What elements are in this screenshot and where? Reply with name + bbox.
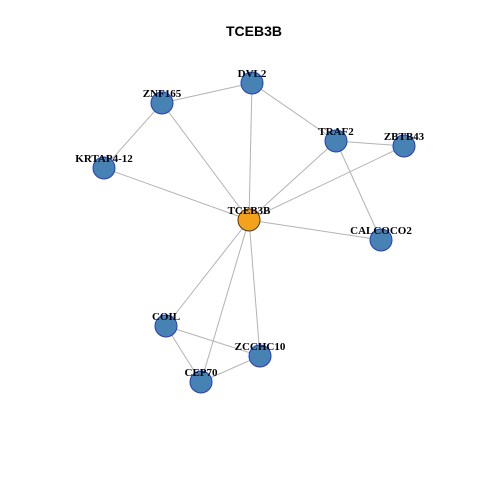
node-dvl2[interactable] [240, 71, 264, 95]
edge-znf165-krtap4-12 [103, 102, 163, 169]
node-label-tceb3b: TCEB3B [228, 205, 271, 217]
node-label-coil: COIL [152, 311, 180, 323]
node-label-znf165: ZNF165 [143, 88, 182, 100]
node-zbtb43[interactable] [392, 134, 416, 158]
node-label-calcoco2: CALCOCO2 [350, 225, 412, 237]
node-traf2[interactable] [324, 129, 348, 153]
node-label-zbtb43: ZBTB43 [384, 131, 425, 143]
node-label-dvl2: DVL2 [238, 68, 267, 80]
node-label-zcchc10: ZCCHC10 [235, 341, 286, 353]
node-label-krtap4-12: KRTAP4-12 [75, 153, 133, 165]
edge-tceb3b-coil [165, 219, 250, 327]
node-tceb3b[interactable] [237, 208, 261, 232]
node-znf165[interactable] [150, 91, 174, 115]
edge-krtap4-12-tceb3b [103, 167, 250, 221]
node-calcoco2[interactable] [369, 228, 393, 252]
edge-dvl2-tceb3b [248, 82, 253, 221]
edges-layer [103, 82, 405, 383]
graph-title: TCEB3B [226, 23, 282, 39]
node-cep70[interactable] [189, 370, 213, 394]
node-label-traf2: TRAF2 [318, 126, 354, 138]
node-krtap4-12[interactable] [92, 156, 116, 180]
edge-coil-zcchc10 [165, 325, 261, 357]
edge-tceb3b-zcchc10 [248, 219, 261, 357]
node-zcchc10[interactable] [248, 344, 272, 368]
edge-traf2-tceb3b [248, 140, 337, 221]
edge-znf165-tceb3b [161, 102, 250, 221]
edge-calcoco2-tceb3b [248, 219, 382, 241]
edge-zbtb43-tceb3b [248, 145, 405, 221]
edge-dvl2-traf2 [251, 82, 337, 142]
nodes-layer [92, 71, 416, 394]
edge-tceb3b-cep70 [200, 219, 250, 383]
node-coil[interactable] [154, 314, 178, 338]
edge-znf165-dvl2 [161, 82, 253, 104]
node-label-cep70: CEP70 [185, 367, 219, 379]
edge-traf2-calcoco2 [335, 140, 382, 241]
